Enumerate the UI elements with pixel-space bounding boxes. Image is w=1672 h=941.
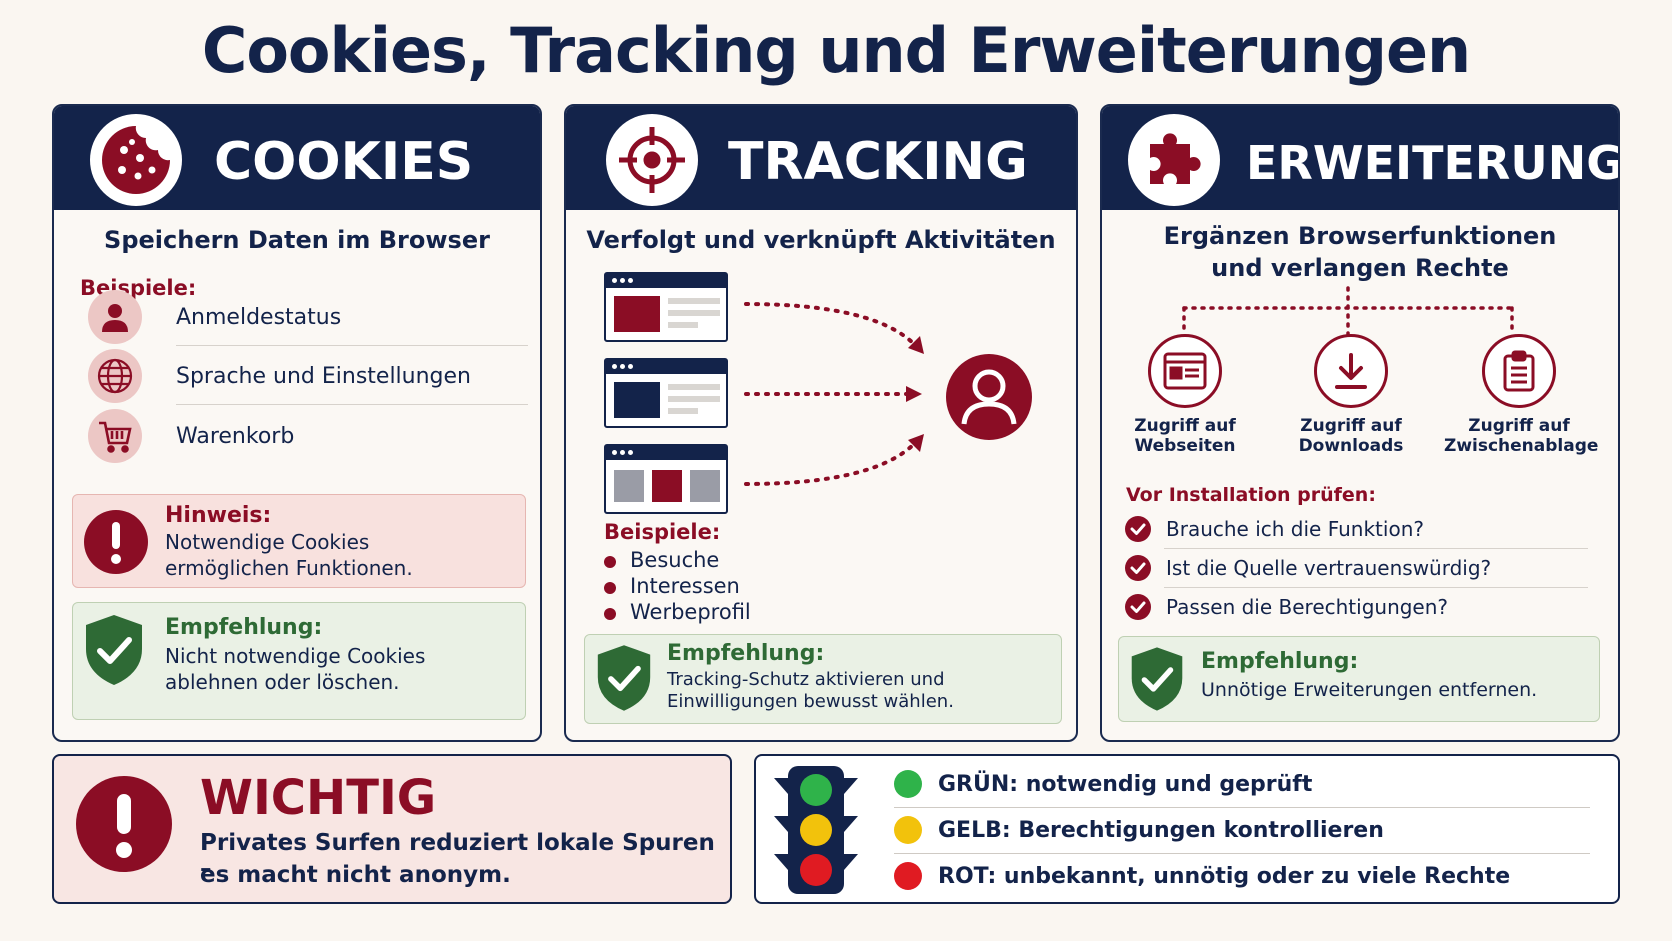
important-box: WICHTIG Privates Surfen reduziert lokale… — [52, 754, 732, 904]
red-dot-icon — [894, 862, 922, 890]
list-item: Interessen — [604, 574, 740, 598]
traffic-light-box: GRÜN: notwendig und geprüft GELB: Berech… — [754, 754, 1620, 904]
permission-label: Zugriff auf — [1300, 416, 1402, 436]
browser-window-icon — [604, 444, 728, 514]
permissions-connector — [1182, 286, 1514, 336]
cookie-icon — [90, 114, 182, 206]
check-item: Brauche ich die Funktion? — [1124, 510, 1588, 549]
check-item: Passen die Berechtigungen? — [1124, 588, 1588, 626]
list-item: Warenkorb — [88, 407, 528, 465]
extensions-subtitle-line1: Ergänzen Browserfunktionen — [1163, 222, 1557, 250]
check-text: Brauche ich die Funktion? — [1166, 517, 1424, 541]
extensions-recommendation-box: Empfehlung: Unnötige Erweiterungen entfe… — [1118, 636, 1600, 722]
cookies-header: COOKIES — [54, 106, 540, 210]
cookies-note-box: Hinweis: Notwendige Cookies ermöglichen … — [72, 494, 526, 588]
target-icon — [606, 114, 698, 206]
permission-webpages: Zugriff auf Webseiten — [1110, 334, 1260, 456]
example-text: Anmeldestatus — [176, 304, 342, 330]
tracking-recommendation-box: Empfehlung: Tracking-Schutz aktivieren u… — [584, 634, 1062, 724]
cookies-heading: COOKIES — [214, 132, 474, 192]
shield-check-icon — [1129, 645, 1185, 717]
tracking-subtitle: Verfolgt und verknüpft Aktivitäten — [586, 226, 1056, 254]
cookies-recommendation-title: Empfehlung: — [165, 615, 323, 640]
list-item: Besuche — [603, 548, 720, 572]
webpage-icon — [1148, 334, 1222, 408]
browser-window-icon — [604, 272, 728, 342]
shield-check-icon — [595, 643, 653, 717]
traffic-light-row: GRÜN: notwendig und geprüft — [894, 762, 1590, 808]
extensions-recommendation-line1: Unnötige Erweiterungen entfernen. — [1201, 679, 1538, 701]
cookies-note-title: Hinweis: — [165, 503, 272, 528]
permission-label: Zwischenablage — [1444, 436, 1599, 456]
example-text: Warenkorb — [176, 423, 295, 449]
yellow-dot-icon — [894, 816, 922, 844]
tracking-arrows — [744, 302, 924, 486]
traffic-light-icon — [770, 764, 862, 900]
cart-icon — [88, 409, 142, 463]
permission-label: Downloads — [1298, 436, 1404, 456]
check-circle-icon — [1125, 555, 1151, 581]
extensions-heading: ERWEITERUNGEN — [1246, 136, 1620, 190]
cookies-card: COOKIES Speichern Daten im Browser Beisp… — [52, 104, 542, 742]
clipboard-icon — [1482, 334, 1556, 408]
check-circle-icon — [1125, 594, 1151, 620]
check-item: Ist die Quelle vertrauenswürdig? — [1124, 549, 1588, 588]
cookies-note-line1: Notwendige Cookies — [165, 530, 370, 554]
exclamation-icon — [74, 774, 174, 878]
list-item: Anmeldestatus — [88, 288, 528, 346]
permission-downloads: Zugriff auf Downloads — [1276, 334, 1426, 456]
tracking-recommendation-title: Empfehlung: — [667, 641, 825, 666]
user-icon — [88, 290, 142, 344]
check-text: Passen die Berechtigungen? — [1166, 595, 1449, 619]
cookies-recommendation-line2: ablehnen oder löschen. — [165, 670, 400, 694]
tracking-recommendation-line1: Tracking-Schutz aktivieren und — [667, 669, 945, 690]
cookies-note-line2: ermöglichen Funktionen. — [165, 556, 413, 580]
extensions-card: ERWEITERUNGEN Ergänzen Browserfunktionen… — [1100, 104, 1620, 742]
important-title: WICHTIG — [200, 770, 437, 826]
permission-clipboard: Zugriff auf Zwischenablage — [1444, 334, 1599, 456]
tracking-heading: TRACKING — [728, 132, 1028, 192]
example-text: Sprache und Einstellungen — [176, 363, 472, 389]
extensions-recommendation-title: Empfehlung: — [1201, 649, 1359, 674]
exclamation-icon — [83, 509, 149, 579]
check-circle-icon — [1125, 516, 1151, 542]
traffic-light-text: GELB: Berechtigungen kontrollieren — [938, 817, 1384, 843]
traffic-light-row: ROT: unbekannt, unnötig oder zu viele Re… — [894, 854, 1590, 898]
cookies-recommendation-line1: Nicht notwendige Cookies — [165, 644, 426, 668]
permission-label: Webseiten — [1134, 436, 1236, 456]
extensions-header: ERWEITERUNGEN — [1102, 106, 1618, 210]
page-title: Cookies, Tracking und Erweiterungen — [201, 14, 1471, 87]
tracking-header: TRACKING — [566, 106, 1076, 210]
important-line2: es macht nicht anonym. — [200, 862, 511, 888]
tracking-card: TRACKING Verfolgt und verknüpft Aktivitä… — [564, 104, 1078, 742]
traffic-light-text: ROT: unbekannt, unnötig oder zu viele Re… — [938, 863, 1511, 889]
tracking-examples-label: Beispiele: — [604, 520, 721, 544]
browser-window-icon — [604, 358, 728, 428]
check-text: Ist die Quelle vertrauenswürdig? — [1166, 556, 1492, 580]
traffic-light-text: GRÜN: notwendig und geprüft — [938, 771, 1313, 797]
traffic-light-row: GELB: Berechtigungen kontrollieren — [894, 808, 1590, 854]
profile-icon — [944, 352, 1034, 446]
shield-check-icon — [83, 613, 145, 691]
tracking-recommendation-line2: Einwilligungen bewusst wählen. — [667, 691, 954, 712]
important-line1: Privates Surfen reduziert lokale Spuren … — [200, 830, 715, 882]
globe-icon — [88, 349, 142, 403]
permission-label: Zugriff auf — [1468, 416, 1570, 436]
permission-label: Zugriff auf — [1134, 416, 1236, 436]
list-item: Sprache und Einstellungen — [88, 347, 528, 405]
list-item: Werbeprofil — [604, 600, 751, 624]
cookies-subtitle: Speichern Daten im Browser — [104, 226, 490, 254]
cookies-recommendation-box: Empfehlung: Nicht notwendige Cookies abl… — [72, 602, 526, 720]
download-icon — [1314, 334, 1388, 408]
extensions-subtitle-line2: und verlangen Rechte — [1211, 254, 1509, 282]
extensions-check-label: Vor Installation prüfen: — [1126, 484, 1376, 506]
puzzle-icon — [1128, 114, 1220, 206]
green-dot-icon — [894, 770, 922, 798]
